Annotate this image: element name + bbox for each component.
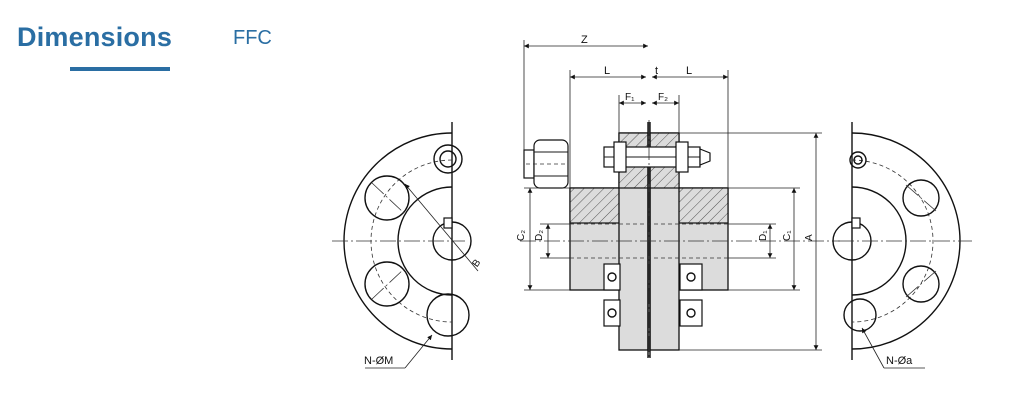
page-title: Dimensions [17, 22, 173, 52]
label-c1: C₁ [782, 230, 793, 241]
label-b: B [470, 257, 483, 269]
label-f1: F₁ [625, 92, 635, 103]
model-label: FFC [233, 27, 272, 49]
label-d2: D₂ [534, 230, 545, 241]
label-n-m: N-ØM [364, 355, 393, 367]
left-end-view: B N-ØM [332, 122, 483, 369]
label-l-left: L [604, 65, 610, 77]
label-z: Z [581, 34, 588, 46]
label-t: t [655, 65, 658, 77]
label-n-a: N-Øa [886, 355, 913, 367]
label-d1: D₁ [758, 230, 769, 241]
right-end-view: N-Øa [832, 122, 972, 369]
main-section-view: Z L t L F₁ F₂ C₂ D₂ D₁ C₁ A [516, 34, 840, 360]
label-a: A [804, 234, 815, 241]
label-f2: F₂ [658, 92, 668, 103]
label-l-right: L [686, 65, 692, 77]
label-c2: C₂ [516, 230, 527, 241]
title-underline [70, 67, 170, 71]
